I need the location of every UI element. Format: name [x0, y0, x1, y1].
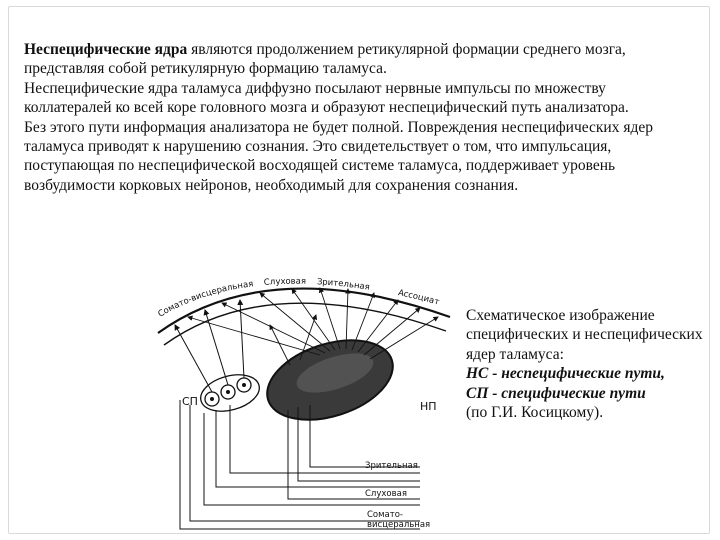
term-nonspecific-nuclei: Неспецифические ядра — [24, 41, 188, 58]
cortex-inner-arc — [163, 302, 447, 346]
specific-pathways — [174, 299, 245, 393]
thalamus-diagram: Сомато-висцеральная Слуховая Зрительная … — [120, 255, 451, 530]
main-text-block: Неспецифические ядра являются продолжени… — [24, 40, 684, 195]
cortex-outer-arc — [157, 287, 451, 334]
pathway-label-auditory: Слуховая — [365, 489, 407, 499]
pathway-label-visual: Зрительная — [365, 461, 418, 471]
cortex-label-somatovisceral: Сомато-висцеральная — [156, 279, 253, 319]
pathway-label-somato: Сомато- — [367, 510, 403, 520]
ascending-pathways — [179, 400, 420, 530]
paragraph-1-rest: являются продолжением ретикулярной форма… — [24, 41, 626, 78]
caption-ns: НС - неспецифические пути, — [466, 365, 665, 383]
paragraph-3: Без этого пути информация анализатора не… — [24, 118, 653, 194]
paragraph-2: Неспецифические ядра таламуса диффузно п… — [24, 79, 629, 117]
slide-frame — [8, 6, 710, 534]
caption-line-1: Схематическое изображение специфических … — [466, 307, 703, 363]
caption-sp: СП - специфические пути — [466, 384, 646, 402]
paragraph-1: Неспецифические ядра являются продолжени… — [24, 40, 684, 79]
pathway-label-visceral: висцеральная — [367, 520, 430, 530]
np-label: НП — [420, 400, 437, 413]
nonspecific-pathways — [187, 287, 439, 366]
cortex-label-auditory: Слуховая — [263, 277, 306, 288]
sp-label: СП — [182, 395, 198, 408]
caption-source: (по Г.И. Косицкому). — [466, 404, 604, 422]
diagram-caption: Схематическое изображение специфических … — [466, 306, 716, 422]
